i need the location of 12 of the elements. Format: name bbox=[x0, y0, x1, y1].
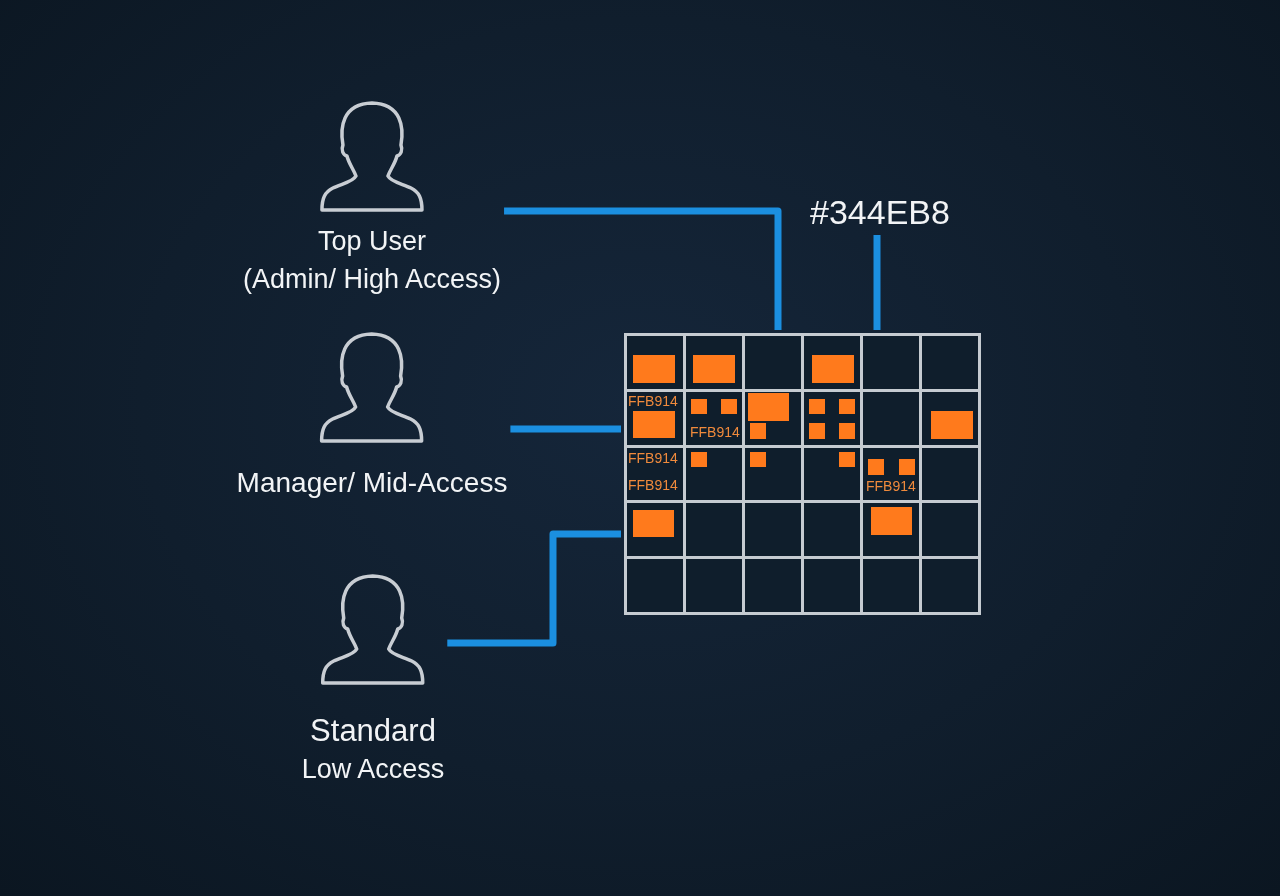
hex-code-label: FFB914 bbox=[628, 476, 678, 493]
hex-code-label: FFB914 bbox=[628, 449, 678, 466]
hex-code-label: FFB914 bbox=[690, 423, 740, 440]
access-level-label: Low Access bbox=[301, 753, 445, 786]
hex-code-label: #344EB8 bbox=[810, 192, 950, 232]
hex-code-label: FFB914 bbox=[628, 392, 678, 409]
matrix-grid bbox=[624, 333, 981, 615]
role-label: Top User bbox=[316, 225, 427, 258]
role-label: Manager/ Mid-Access bbox=[236, 466, 508, 500]
role-label: Standard bbox=[309, 712, 437, 750]
hex-code-label: FFB914 bbox=[866, 477, 916, 494]
access-level-label: (Admin/ High Access) bbox=[242, 263, 502, 296]
